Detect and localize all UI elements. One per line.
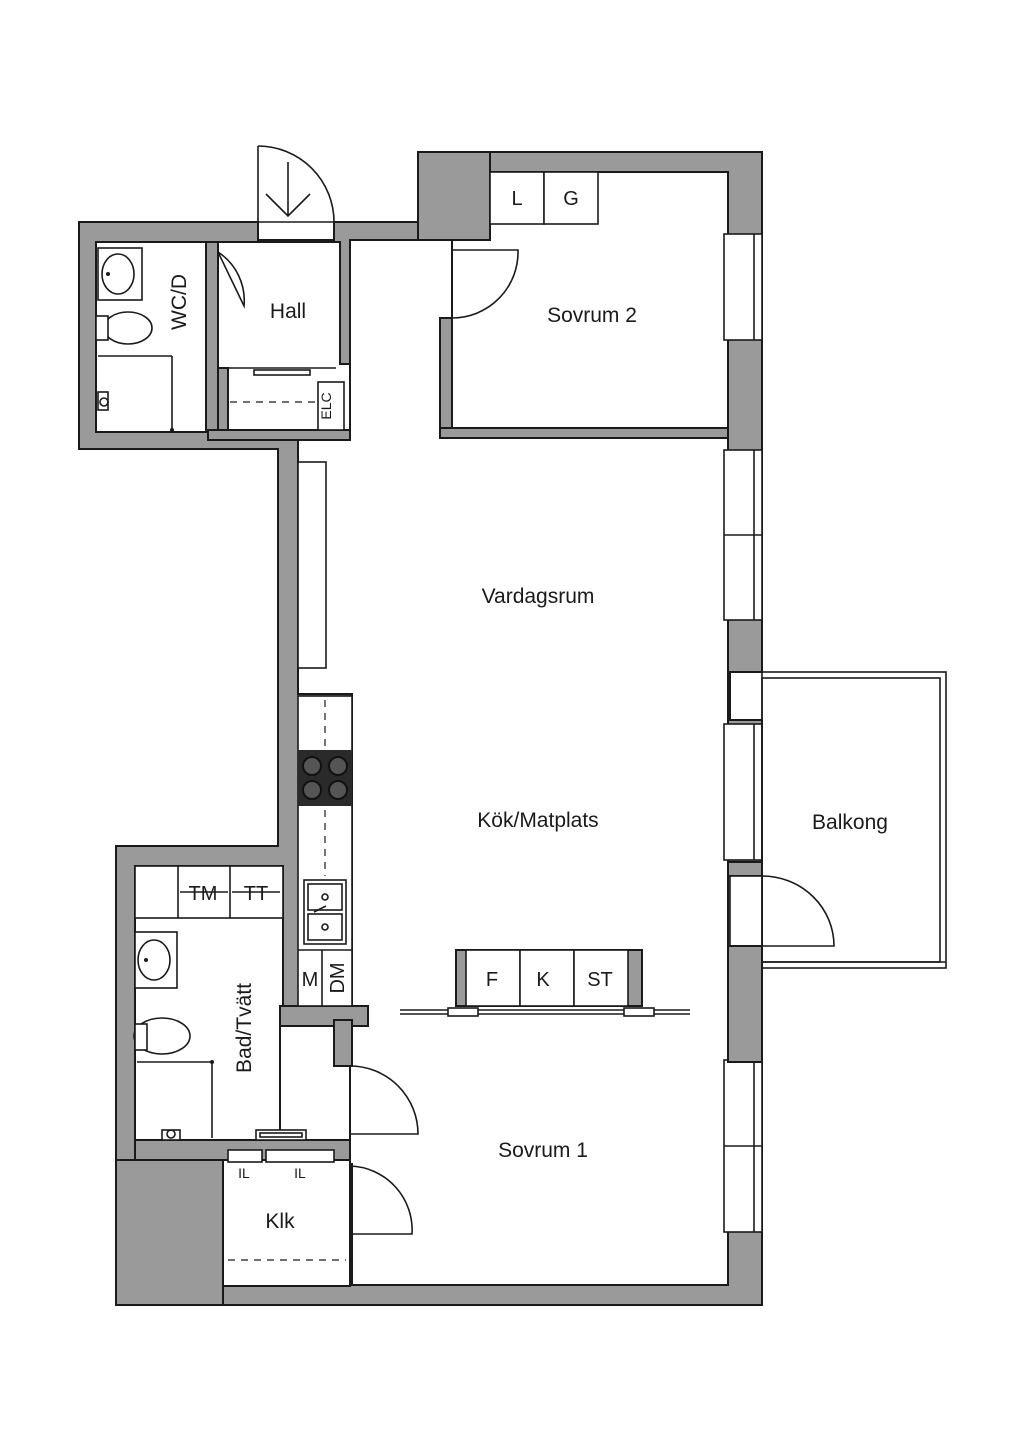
wc-fixtures [95,247,174,432]
partition-kitchen-bottom [279,1005,369,1027]
label-elc: ELC [318,392,334,419]
label-fridge: F [486,969,498,991]
shower-tap-icon [97,391,109,411]
door-klk[interactable] [349,1165,413,1235]
door-bad[interactable] [349,1065,419,1135]
room-label-hall: Hall [270,300,306,323]
klk-shelves [227,1149,346,1261]
partition-wc-hall [205,241,219,433]
room-label-wc: WC/D [168,274,191,330]
window-kok [723,723,763,861]
wardrobes-sovrum2 [489,171,599,225]
label-tm: TM [189,883,218,905]
label-il-2: IL [294,1165,306,1181]
window-sovrum2 [723,233,763,341]
partition-sovrum2-top [417,151,491,241]
kitchen-appliances [400,949,690,1017]
room-label-sovrum1: Sovrum 1 [498,1139,588,1162]
bad-radiator [255,1129,307,1141]
label-microwave: M [302,969,319,991]
doors [217,249,519,1235]
room-label-vardagsrum: Vardagsrum [482,585,595,608]
windows [723,233,763,1233]
label-storage: ST [587,969,613,991]
wc-sink [97,247,143,301]
room-label-sovrum2: Sovrum 2 [547,304,637,327]
partition-klk-left [115,1159,224,1306]
kitchen-counter [297,695,353,1007]
balcony-wall-lower [727,945,763,1063]
elc-cabinet [317,381,345,431]
label-tt: TT [244,883,268,905]
door-sovrum2[interactable] [451,249,519,319]
bad-toilet [133,1017,191,1055]
bad-shower-tap-icon [161,1129,181,1141]
wc-toilet [103,311,153,345]
arrow-down-icon [265,162,311,218]
label-linen: L [511,188,522,210]
balcony [727,671,947,1063]
bad-fixtures [133,865,307,1141]
partition-balcony-wall [727,861,763,877]
entrance-door[interactable] [257,145,335,223]
room-label-balkong: Balkong [812,811,888,834]
partition-sovrum2-bottom [439,427,729,439]
wall-shelf [297,461,327,669]
partition-sovrum2-left [439,317,453,439]
balcony-door-opening [729,875,763,947]
label-freezer: K [536,969,550,991]
label-dishwasher: DM [327,962,349,993]
room-label-klk: Klk [265,1210,295,1233]
partition-bad-right [333,1019,353,1067]
label-il-1: IL [238,1165,250,1181]
door-wc[interactable] [217,251,246,309]
room-label-bad: Bad/Tvätt [233,983,256,1073]
room-label-kok: Kök/Matplats [477,809,598,832]
sink-icon [303,879,347,945]
balcony-door-swing [761,875,835,947]
partition-hall-bottom [207,429,351,441]
label-garderob: G [563,188,579,210]
klk-room [222,1159,351,1287]
